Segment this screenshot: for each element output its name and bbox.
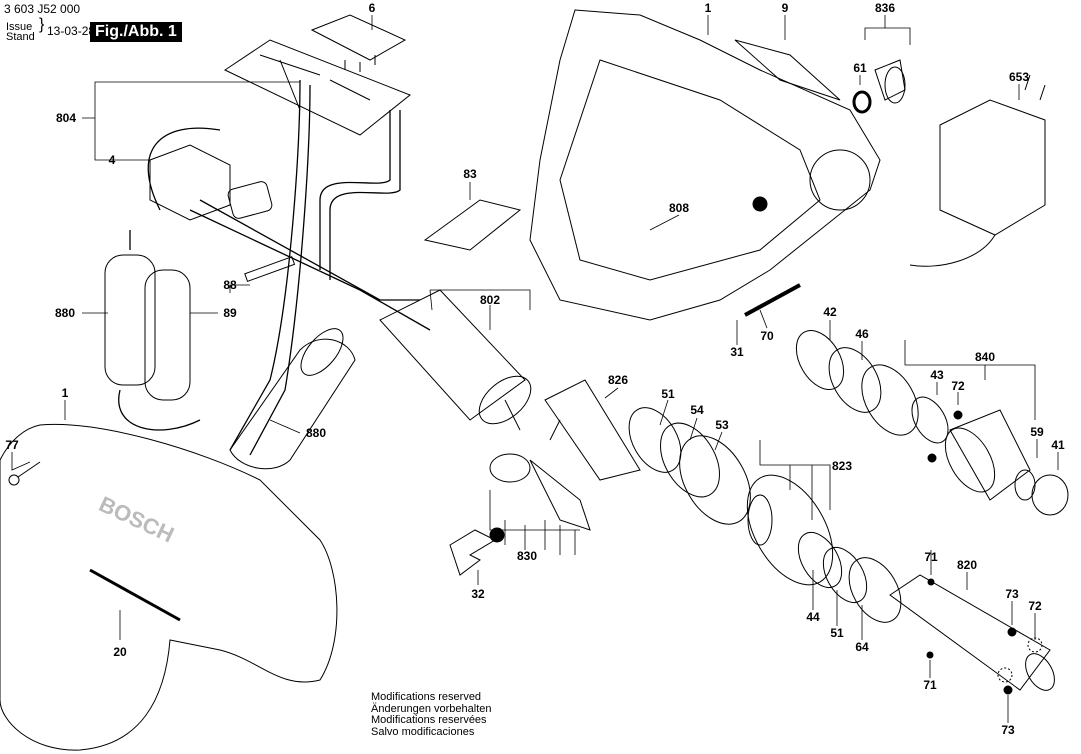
- brace: }: [39, 16, 45, 33]
- callout: 44: [806, 610, 820, 624]
- clip-32: [449, 529, 497, 576]
- callout: 59: [1030, 425, 1044, 439]
- callout: 826: [607, 373, 629, 387]
- callout: 830: [516, 549, 538, 563]
- bearing-53: [679, 435, 751, 525]
- callout: 840: [974, 350, 996, 364]
- callout: 54: [690, 403, 704, 417]
- gear-823: [746, 474, 834, 586]
- callout: 880: [54, 306, 76, 320]
- callout: 836: [874, 1, 896, 15]
- callout: 43: [930, 368, 944, 382]
- callout: 72: [1028, 599, 1042, 613]
- sleeve-840: [944, 409, 1031, 501]
- screw-77: [8, 461, 41, 486]
- bearing-51: [628, 407, 682, 473]
- callout: 1: [61, 386, 69, 400]
- callout: 51: [661, 387, 675, 401]
- notice-es: Salvo modificaciones: [371, 725, 475, 738]
- notice-en: Modifications reserved: [371, 691, 482, 703]
- callout: 83: [463, 167, 477, 181]
- ring-43: [911, 396, 949, 444]
- x-markers: [489, 196, 768, 543]
- callout: 64: [855, 640, 869, 654]
- part-826: [544, 379, 641, 481]
- callout: 77: [5, 438, 19, 452]
- callout: 9: [781, 1, 789, 15]
- ring-51b: [822, 547, 868, 603]
- callout: 71: [923, 678, 937, 692]
- battery-880-b: [229, 328, 356, 470]
- part-836: [874, 59, 906, 104]
- switch-module-6: [310, 14, 407, 72]
- callout: 804: [55, 111, 77, 125]
- circuit-board: [223, 39, 411, 136]
- callout: 53: [715, 418, 729, 432]
- ring-44: [797, 532, 843, 588]
- issue-label: Issue: [6, 21, 33, 33]
- callout: 32: [471, 587, 485, 601]
- switch-4: [149, 144, 273, 221]
- issue-date: 13-03-28: [47, 24, 96, 38]
- motor-802: [379, 289, 532, 431]
- cap-41: [1031, 474, 1069, 516]
- callout: 802: [479, 293, 501, 307]
- callout: 88: [223, 278, 237, 292]
- ring-54: [660, 422, 720, 498]
- callout: 72: [951, 379, 965, 393]
- callout: 31: [730, 345, 744, 359]
- leader-lines: [11, 15, 1059, 723]
- wire-harness: [118, 79, 431, 456]
- notice-de: Änderungen vorbehalten: [371, 702, 492, 715]
- callout: 820: [956, 558, 978, 572]
- callout: 880: [305, 426, 327, 440]
- callout: 71: [924, 550, 938, 564]
- part-83: [423, 199, 522, 251]
- gear-830: [489, 419, 591, 531]
- notice-fr: Modifications reservées: [371, 714, 487, 726]
- callout: 823: [831, 459, 853, 473]
- bearing-64: [848, 557, 902, 623]
- modifications-notice: Modifications reserved Änderungen vorbeh…: [371, 691, 492, 738]
- callout: 808: [668, 201, 690, 215]
- o-ring-61: [852, 90, 872, 114]
- callout: 73: [1005, 587, 1019, 601]
- gear-housing-1: [529, 9, 881, 321]
- callout: 1: [704, 1, 712, 15]
- stand-label: Stand: [6, 31, 35, 43]
- callout: 51: [830, 626, 844, 640]
- callout: 70: [760, 329, 774, 343]
- bosch-logo: BOSCH: [95, 491, 178, 547]
- callout: 4: [108, 153, 116, 167]
- spindle-820: [889, 574, 1055, 691]
- part-number: 3 603 J52 000: [4, 2, 81, 16]
- battery-pack-880: [104, 254, 191, 401]
- balls: [926, 410, 1017, 695]
- callout: 20: [113, 645, 127, 659]
- figure-title: Fig./Abb. 1: [90, 22, 182, 42]
- callout: 61: [853, 61, 867, 75]
- callout: 73: [1001, 723, 1015, 737]
- charger-653: [909, 74, 1046, 267]
- housing-half-1: [0, 423, 338, 751]
- callout: 6: [368, 1, 376, 15]
- part-88: [244, 256, 296, 283]
- washer-42: [795, 330, 845, 390]
- callout: 41: [1051, 438, 1065, 452]
- callout: 89: [223, 306, 237, 320]
- spring-46: [828, 347, 919, 436]
- callout: 653: [1008, 70, 1030, 84]
- pin-70: [744, 283, 801, 317]
- callout: 46: [855, 327, 869, 341]
- plate-9: [734, 39, 841, 101]
- ring-59: [1014, 469, 1036, 501]
- balls-outline: [997, 637, 1043, 683]
- callout: 42: [823, 305, 837, 319]
